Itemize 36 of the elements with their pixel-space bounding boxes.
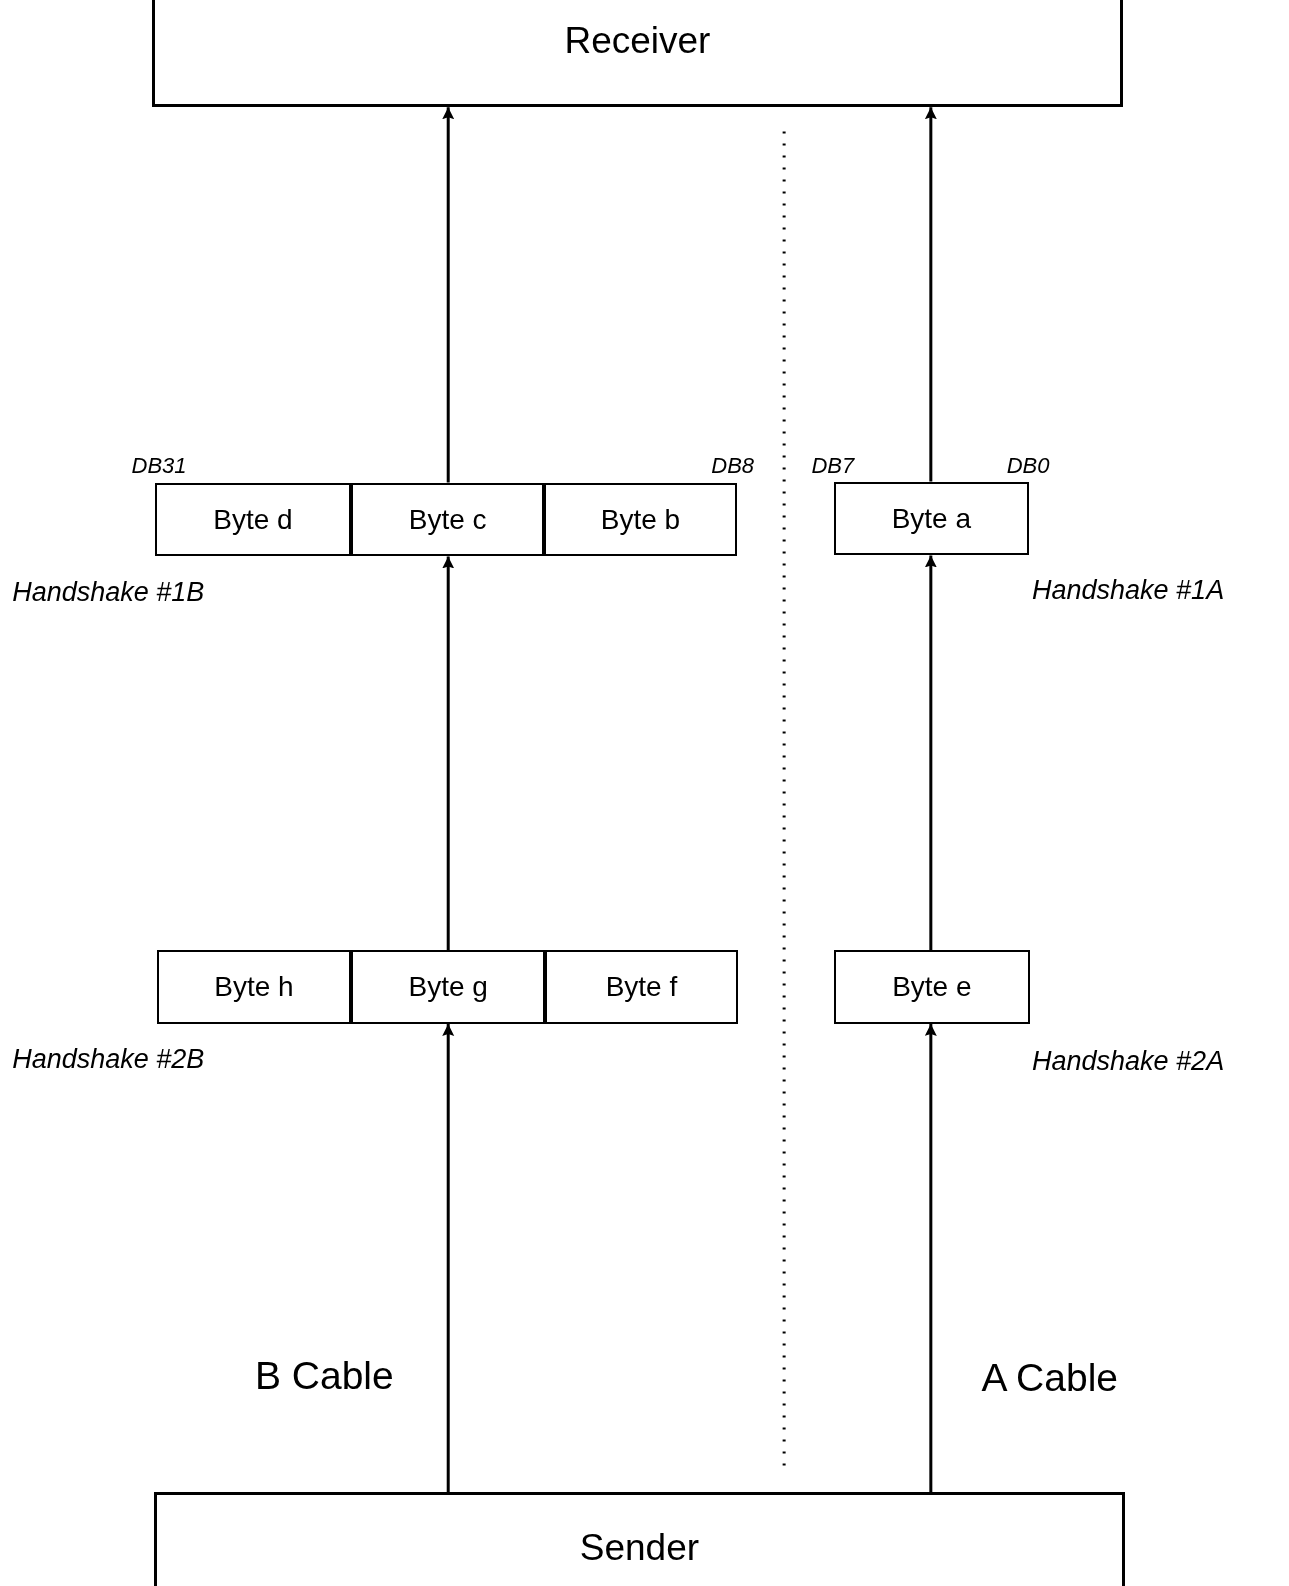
node-text: Byte g xyxy=(408,972,488,1001)
bit-label: DB8 xyxy=(711,455,755,478)
handshake-label: Handshake #2A xyxy=(1032,1048,1225,1076)
node-text: Sender xyxy=(579,1529,700,1567)
bit-label: DB0 xyxy=(1006,455,1050,478)
node-text: Byte h xyxy=(214,972,294,1001)
byte-cell xyxy=(156,950,352,1024)
arrow xyxy=(442,1023,455,1493)
node-text: Byte a xyxy=(891,504,971,533)
byte-cell xyxy=(351,482,545,557)
receiver-box xyxy=(151,0,1124,108)
sender-box xyxy=(153,1492,1126,1586)
arrow xyxy=(924,555,937,951)
cable-label: B Cable xyxy=(254,1355,394,1395)
handshake-label: Handshake #1A xyxy=(1032,576,1225,604)
bit-label: DB31 xyxy=(131,455,187,478)
node-text: Byte c xyxy=(408,505,487,534)
handshake-label: Handshake #1B xyxy=(12,578,205,606)
node-text: Byte e xyxy=(892,972,972,1001)
byte-cell xyxy=(154,482,352,557)
byte-cell xyxy=(351,950,546,1024)
node-text: Byte f xyxy=(605,972,678,1001)
arrow xyxy=(442,107,455,483)
byte-cell xyxy=(545,950,738,1024)
node-text: Byte d xyxy=(213,505,293,534)
byte-cell xyxy=(833,950,1030,1024)
arrow xyxy=(924,1023,937,1493)
bit-label: DB7 xyxy=(811,455,855,478)
arrow xyxy=(442,556,455,951)
handshake-label: Handshake #2B xyxy=(12,1046,205,1074)
cable-label: A Cable xyxy=(981,1357,1118,1397)
byte-cell xyxy=(544,482,737,557)
byte-cell xyxy=(833,481,1029,556)
node-text: Byte b xyxy=(600,505,681,534)
arrow xyxy=(924,107,937,482)
node-text: Receiver xyxy=(564,22,711,59)
